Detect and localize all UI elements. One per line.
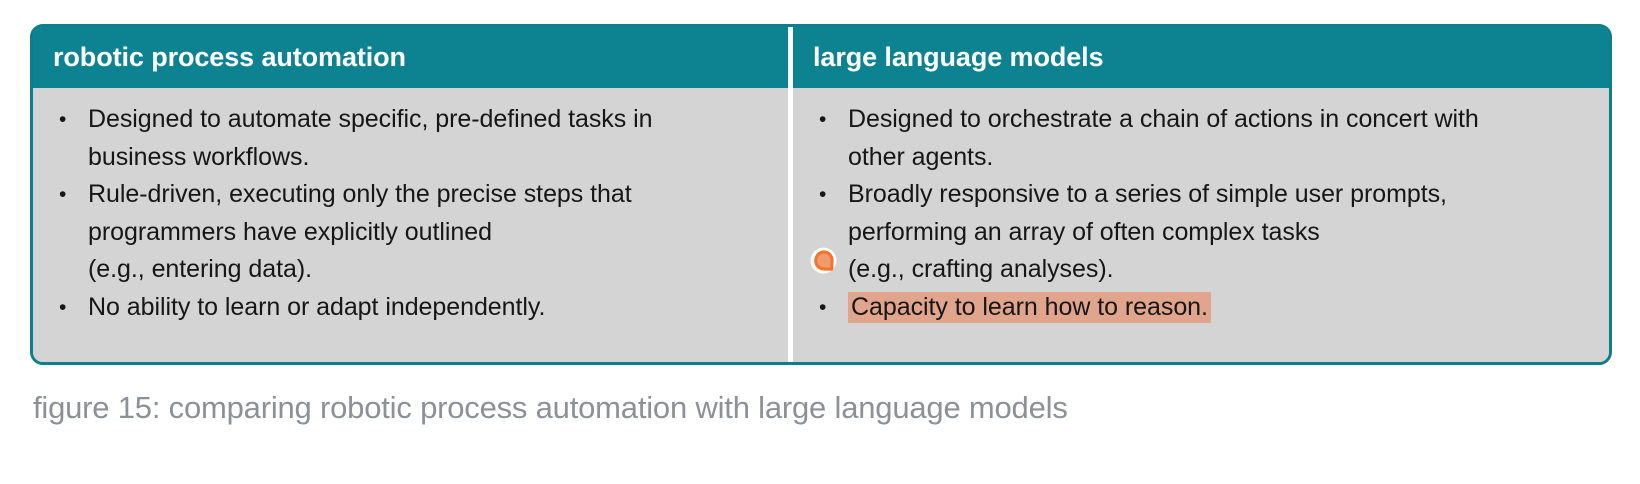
- bullet-line: (e.g., crafting analyses).: [848, 255, 1114, 283]
- column-divider: [788, 88, 793, 362]
- list-item: Broadly responsive to a series of simple…: [815, 176, 1599, 289]
- column-header-label: large language models: [813, 42, 1104, 72]
- bullet-line: other agents.: [848, 142, 994, 171]
- bullet-list-llm: Designed to orchestrate a chain of actio…: [793, 101, 1609, 326]
- table-body-row: Designed to automate specific, pre-defin…: [33, 88, 1609, 362]
- table-header-row: robotic process automation large languag…: [33, 27, 1609, 88]
- bullet-line: business workflows.: [88, 142, 310, 171]
- column-header-label: robotic process automation: [53, 42, 406, 72]
- bullet-line: Designed to orchestrate a chain of actio…: [848, 105, 1479, 133]
- bullet-line: Rule-driven, executing only the precise …: [88, 180, 632, 208]
- bullet-line: Designed to automate specific, pre-defin…: [88, 105, 653, 133]
- bullet-list-rpa: Designed to automate specific, pre-defin…: [33, 101, 788, 326]
- list-item-highlighted: Capacity to learn how to reason.: [815, 289, 1599, 327]
- bullet-line: No ability to learn or adapt independent…: [88, 292, 546, 321]
- list-item: Rule-driven, executing only the precise …: [55, 176, 778, 289]
- bullet-line: Broadly responsive to a series of simple…: [848, 180, 1447, 208]
- bullet-line: (e.g., entering data).: [88, 255, 313, 283]
- column-header-robotic-process-automation: robotic process automation: [33, 27, 788, 88]
- list-item: No ability to learn or adapt independent…: [55, 289, 778, 327]
- list-item: Designed to automate specific, pre-defin…: [55, 101, 778, 176]
- column-divider-top: [788, 27, 793, 88]
- comparison-table: robotic process automation large languag…: [30, 24, 1612, 365]
- bullet-line: programmers have explicitly outlined: [88, 217, 492, 246]
- highlighted-text: Capacity to learn how to reason.: [848, 291, 1211, 323]
- column-body-large-language-models: Designed to orchestrate a chain of actio…: [793, 88, 1609, 362]
- column-body-robotic-process-automation: Designed to automate specific, pre-defin…: [33, 88, 788, 362]
- column-header-large-language-models: large language models: [793, 27, 1609, 88]
- bullet-line: performing an array of often complex tas…: [848, 217, 1320, 246]
- figure-caption: figure 15: comparing robotic process aut…: [33, 390, 1068, 425]
- list-item: Designed to orchestrate a chain of actio…: [815, 101, 1599, 176]
